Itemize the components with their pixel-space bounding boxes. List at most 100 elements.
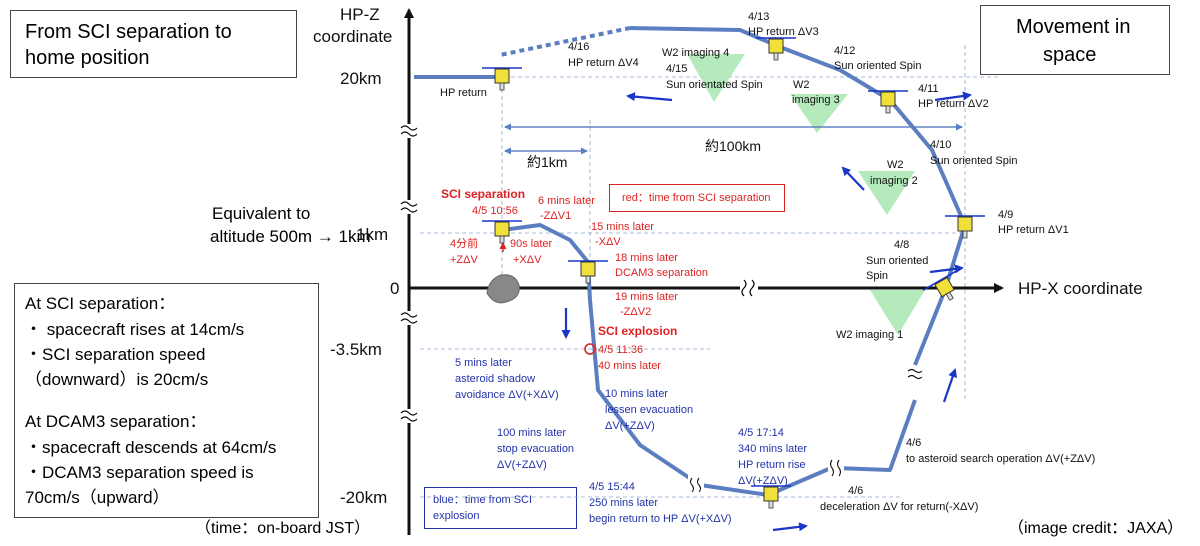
svg-text:4/9: 4/9 (998, 209, 1013, 221)
svg-text:-ZΔV2: -ZΔV2 (620, 306, 651, 318)
imaging-3-region (790, 94, 848, 133)
svg-text:-ZΔV1: -ZΔV1 (540, 210, 571, 222)
event-labels: HP return 4/16 HP return ΔV4 W2 imaging … (440, 11, 1095, 513)
trajectory-breaks (688, 366, 927, 496)
svg-text:Spin: Spin (866, 270, 888, 282)
svg-text:4/13: 4/13 (748, 11, 769, 23)
info-line: At DCAM3 separation： (25, 412, 207, 431)
imaging-regions (687, 54, 925, 335)
info-box: At SCI separation： ・ spacecraft rises at… (14, 283, 319, 518)
svg-text:HP return rise: HP return rise (738, 459, 806, 471)
distance-arrows (504, 123, 963, 155)
svg-text:begin return to HP ΔV(+XΔV): begin return to HP ΔV(+XΔV) (589, 513, 732, 525)
red-event-labels: SCI separation 4/5 10:56 4分前 +ZΔV 90s la… (441, 187, 708, 372)
svg-text:4/16: 4/16 (568, 41, 589, 53)
svg-text:stop evacuation: stop evacuation (497, 443, 574, 455)
spacecraft-icon (868, 90, 908, 114)
x-axis-break (740, 279, 758, 297)
svg-text:avoidance ΔV(+XΔV): avoidance ΔV(+XΔV) (455, 389, 559, 401)
imaging-1-region (870, 290, 925, 335)
title-box: From SCI separation to home position (10, 10, 297, 78)
footer-left: （time：on-board JST） (195, 520, 371, 537)
spacecraft-icon (482, 220, 522, 244)
asteroid (486, 274, 520, 304)
svg-text:4/6: 4/6 (906, 437, 921, 449)
svg-text:5 mins later: 5 mins later (455, 357, 512, 369)
svg-text:40 mins later: 40 mins later (598, 360, 661, 372)
svg-text:15 mins later: 15 mins later (591, 221, 654, 233)
y-tick-20km: 20km (340, 69, 382, 88)
svg-text:4/15: 4/15 (666, 63, 687, 75)
svg-text:Sun oriented Spin: Sun oriented Spin (930, 155, 1017, 167)
equivalent-line-1: Equivalent to (212, 204, 311, 223)
svg-text:HP return: HP return (440, 87, 487, 99)
svg-text:Sun oriented: Sun oriented (866, 255, 928, 267)
title-line-1: From SCI separation to (25, 21, 232, 43)
svg-text:4/10: 4/10 (930, 139, 951, 151)
distance-100km: 約100km (705, 138, 761, 154)
svg-text:4/11: 4/11 (918, 83, 939, 95)
svg-text:4/8: 4/8 (894, 239, 909, 251)
svg-text:W2: W2 (793, 79, 810, 91)
svg-text:4/6: 4/6 (848, 485, 863, 497)
y-tick-1km: 1km (356, 225, 388, 244)
svg-text:HP return ΔV3: HP return ΔV3 (748, 26, 819, 38)
svg-text:4/5 17:14: 4/5 17:14 (738, 427, 784, 439)
svg-text:4/5 10:56: 4/5 10:56 (472, 205, 518, 217)
spacecraft-icons (482, 37, 985, 509)
equivalent-line-2: altitude 500m → 1km (210, 227, 371, 246)
svg-text:18 mins later: 18 mins later (615, 252, 678, 264)
movement-line-1: Movement in (1016, 16, 1131, 38)
movement-line-2: space (1043, 44, 1097, 66)
spacecraft-icon (482, 67, 522, 91)
trajectory-dotted (499, 26, 631, 57)
svg-text:to asteroid search operation Δ: to asteroid search operation ΔV(+ZΔV) (906, 453, 1095, 465)
svg-text:HP return ΔV4: HP return ΔV4 (568, 57, 639, 69)
title-line-2: home position (25, 47, 150, 69)
svg-text:imaging 3: imaging 3 (792, 94, 840, 106)
svg-text:imaging 2: imaging 2 (870, 175, 918, 187)
svg-text:+ZΔV: +ZΔV (450, 254, 478, 266)
info-line: 70cm/s（upward） (25, 488, 170, 507)
spacecraft-icon (756, 37, 796, 61)
svg-text:10 mins later: 10 mins later (605, 388, 668, 400)
svg-text:6 mins later: 6 mins later (538, 195, 595, 207)
blue-legend-line-2: explosion (433, 510, 480, 522)
red-legend-box: red：time from SCI separation (609, 184, 785, 212)
y-tick-neg20km: -20km (340, 488, 387, 507)
svg-text:DCAM3 separation: DCAM3 separation (615, 267, 708, 279)
y-tick-0: 0 (390, 279, 399, 298)
svg-text:100 mins later: 100 mins later (497, 427, 566, 439)
spacecraft-icon (751, 485, 791, 509)
distance-1km: 約1km (527, 154, 567, 170)
blue-event-labels: 5 mins later asteroid shadow avoidance Δ… (455, 357, 807, 525)
svg-text:Sun oriented Spin: Sun oriented Spin (834, 60, 921, 72)
imaging-2-region (858, 171, 915, 215)
imaging-4-region (687, 54, 745, 102)
z-axis-label-1: HP-Z (340, 5, 380, 24)
svg-text:lessen evacuation: lessen evacuation (605, 404, 693, 416)
svg-text:Sun orientated Spin: Sun orientated Spin (666, 79, 763, 91)
svg-text:250 mins later: 250 mins later (589, 497, 658, 509)
svg-text:90s later: 90s later (510, 238, 553, 250)
z-axis-label-2: coordinate (313, 27, 392, 46)
movement-box: Movement in space (980, 5, 1170, 75)
x-axis-label: HP-X coordinate (1018, 279, 1143, 298)
svg-text:ΔV(+ZΔV): ΔV(+ZΔV) (738, 475, 788, 487)
svg-text:-XΔV: -XΔV (595, 236, 621, 248)
svg-text:W2 imaging 4: W2 imaging 4 (662, 47, 729, 59)
svg-text:4/12: 4/12 (834, 45, 855, 57)
info-line: （downward）is 20cm/s (25, 370, 209, 389)
svg-text:19 mins later: 19 mins later (615, 291, 678, 303)
svg-text:+XΔV: +XΔV (513, 254, 542, 266)
spacecraft-icon (945, 215, 985, 239)
footer-right: （image credit：JAXA） (1008, 520, 1184, 537)
sci-explosion-marker (584, 343, 596, 355)
svg-text:4分前: 4分前 (450, 236, 478, 250)
info-line: ・DCAM3 separation speed is (25, 463, 254, 482)
y-tick-3-5km: -3.5km (330, 340, 382, 359)
svg-text:340 mins later: 340 mins later (738, 443, 807, 455)
svg-text:HP return ΔV2: HP return ΔV2 (918, 98, 989, 110)
spacecraft-icon (568, 260, 608, 284)
